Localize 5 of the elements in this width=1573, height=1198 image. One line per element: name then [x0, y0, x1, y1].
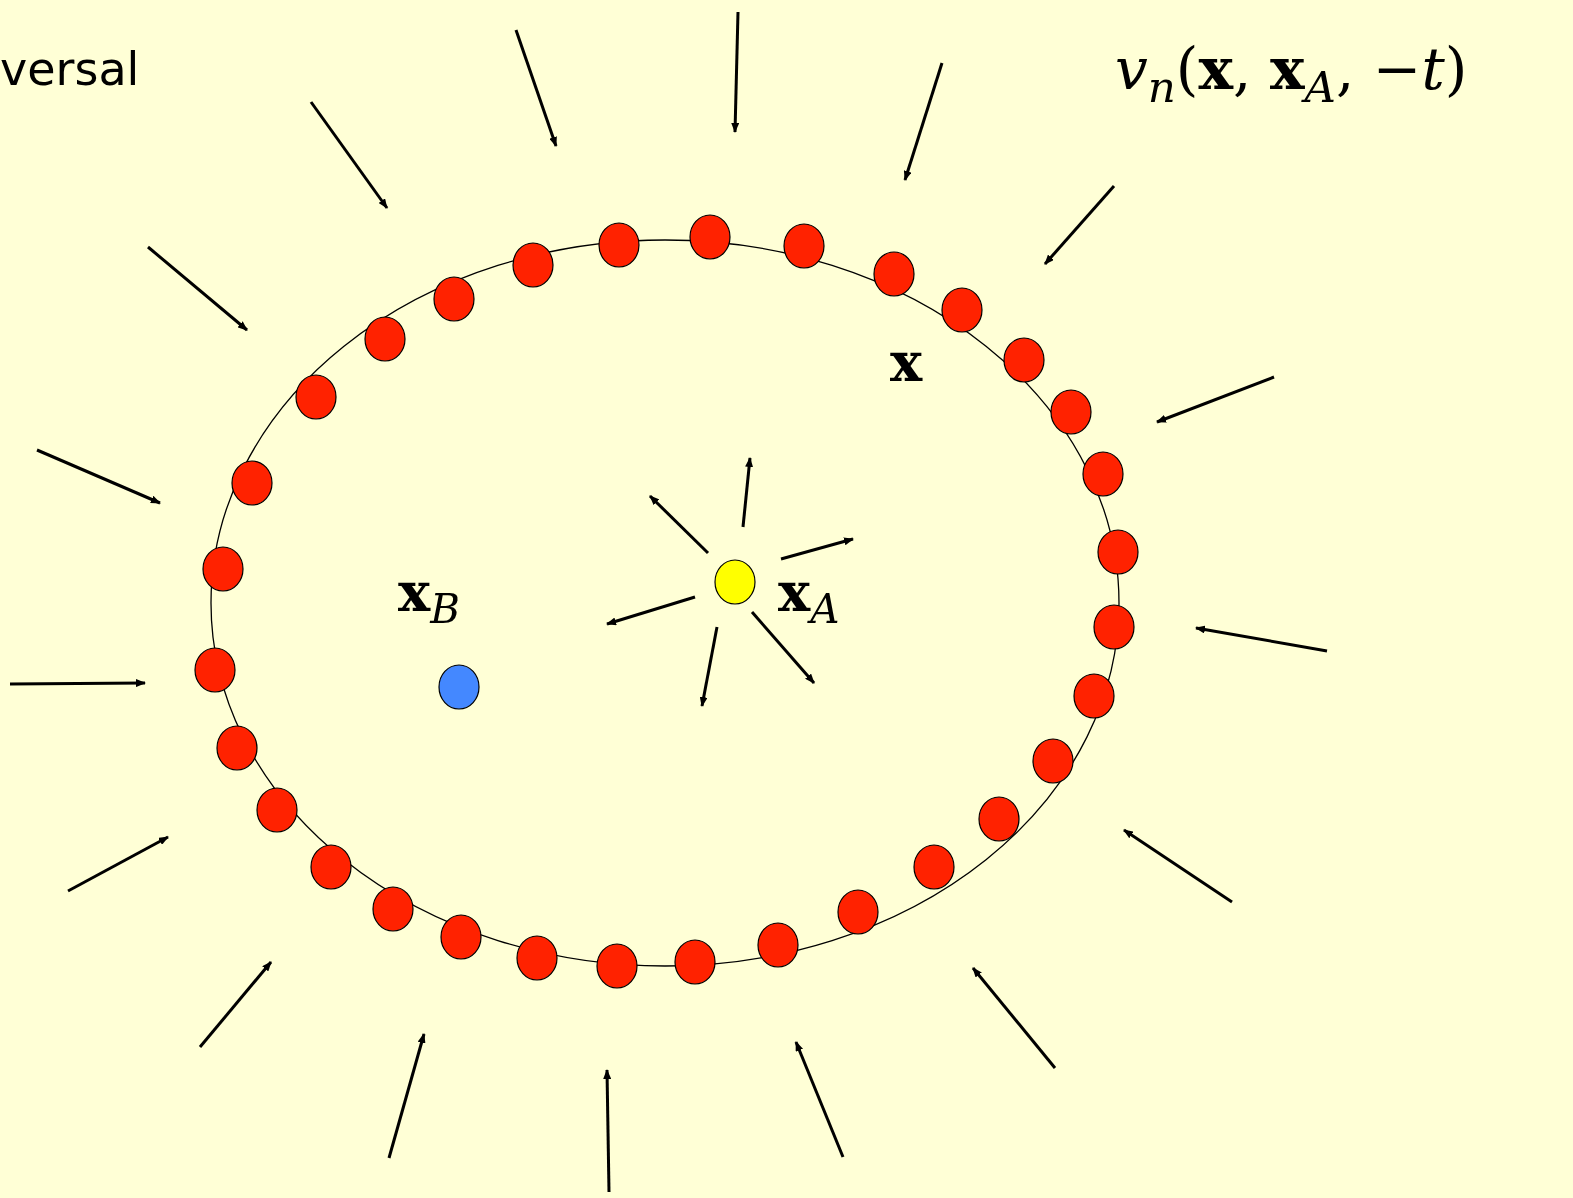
formula-label: v$_{n}$(x, x$_{A}$, −t): [1115, 40, 1468, 110]
point-label: x: [890, 335, 923, 390]
title-fragment: versal: [0, 46, 140, 92]
point-label: x$_{A}$: [778, 565, 840, 630]
point-label: x$_{B}$: [398, 565, 460, 630]
